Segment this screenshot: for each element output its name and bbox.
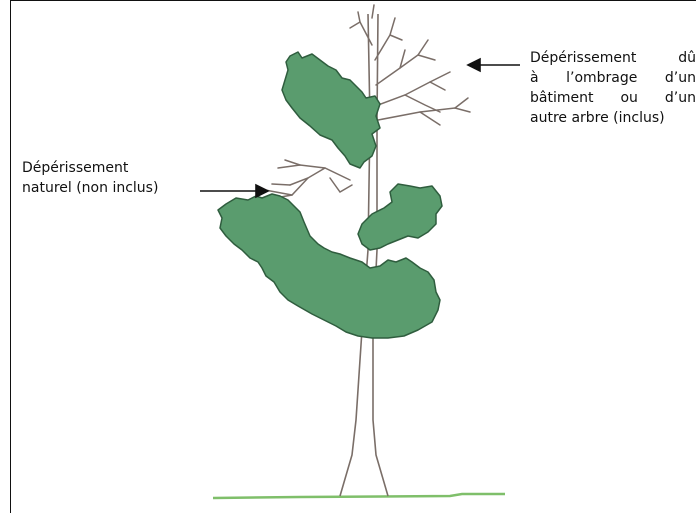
label-natural-dieback: Dépérissement naturel (non inclus): [22, 158, 197, 198]
label-shading-line-2: à l’ombrage d’un: [530, 70, 696, 86]
label-shading-dieback: Dépérissement dû à l’ombrage d’un bâtime…: [530, 48, 696, 128]
dead-branch-natural: [264, 159, 353, 199]
arrow-to-natural-dieback: [200, 183, 270, 199]
ground-line: [212, 492, 505, 500]
label-shading-line-1: Dépérissement dû: [530, 50, 696, 66]
label-natural-line-1: Dépérissement: [22, 160, 129, 176]
dead-branches-shading: [349, 4, 471, 126]
label-natural-line-2: naturel (non inclus): [22, 180, 159, 196]
foliage-right: [357, 183, 443, 251]
figure-frame: [10, 0, 696, 513]
arrow-to-shading-dieback: [466, 57, 520, 73]
foliage: [217, 51, 443, 339]
label-shading-line-4: autre arbre (inclus): [530, 110, 665, 126]
foliage-lower: [217, 193, 441, 339]
label-shading-line-3: bâtiment ou d’un: [530, 90, 696, 106]
foliage-upper-left: [281, 51, 381, 169]
